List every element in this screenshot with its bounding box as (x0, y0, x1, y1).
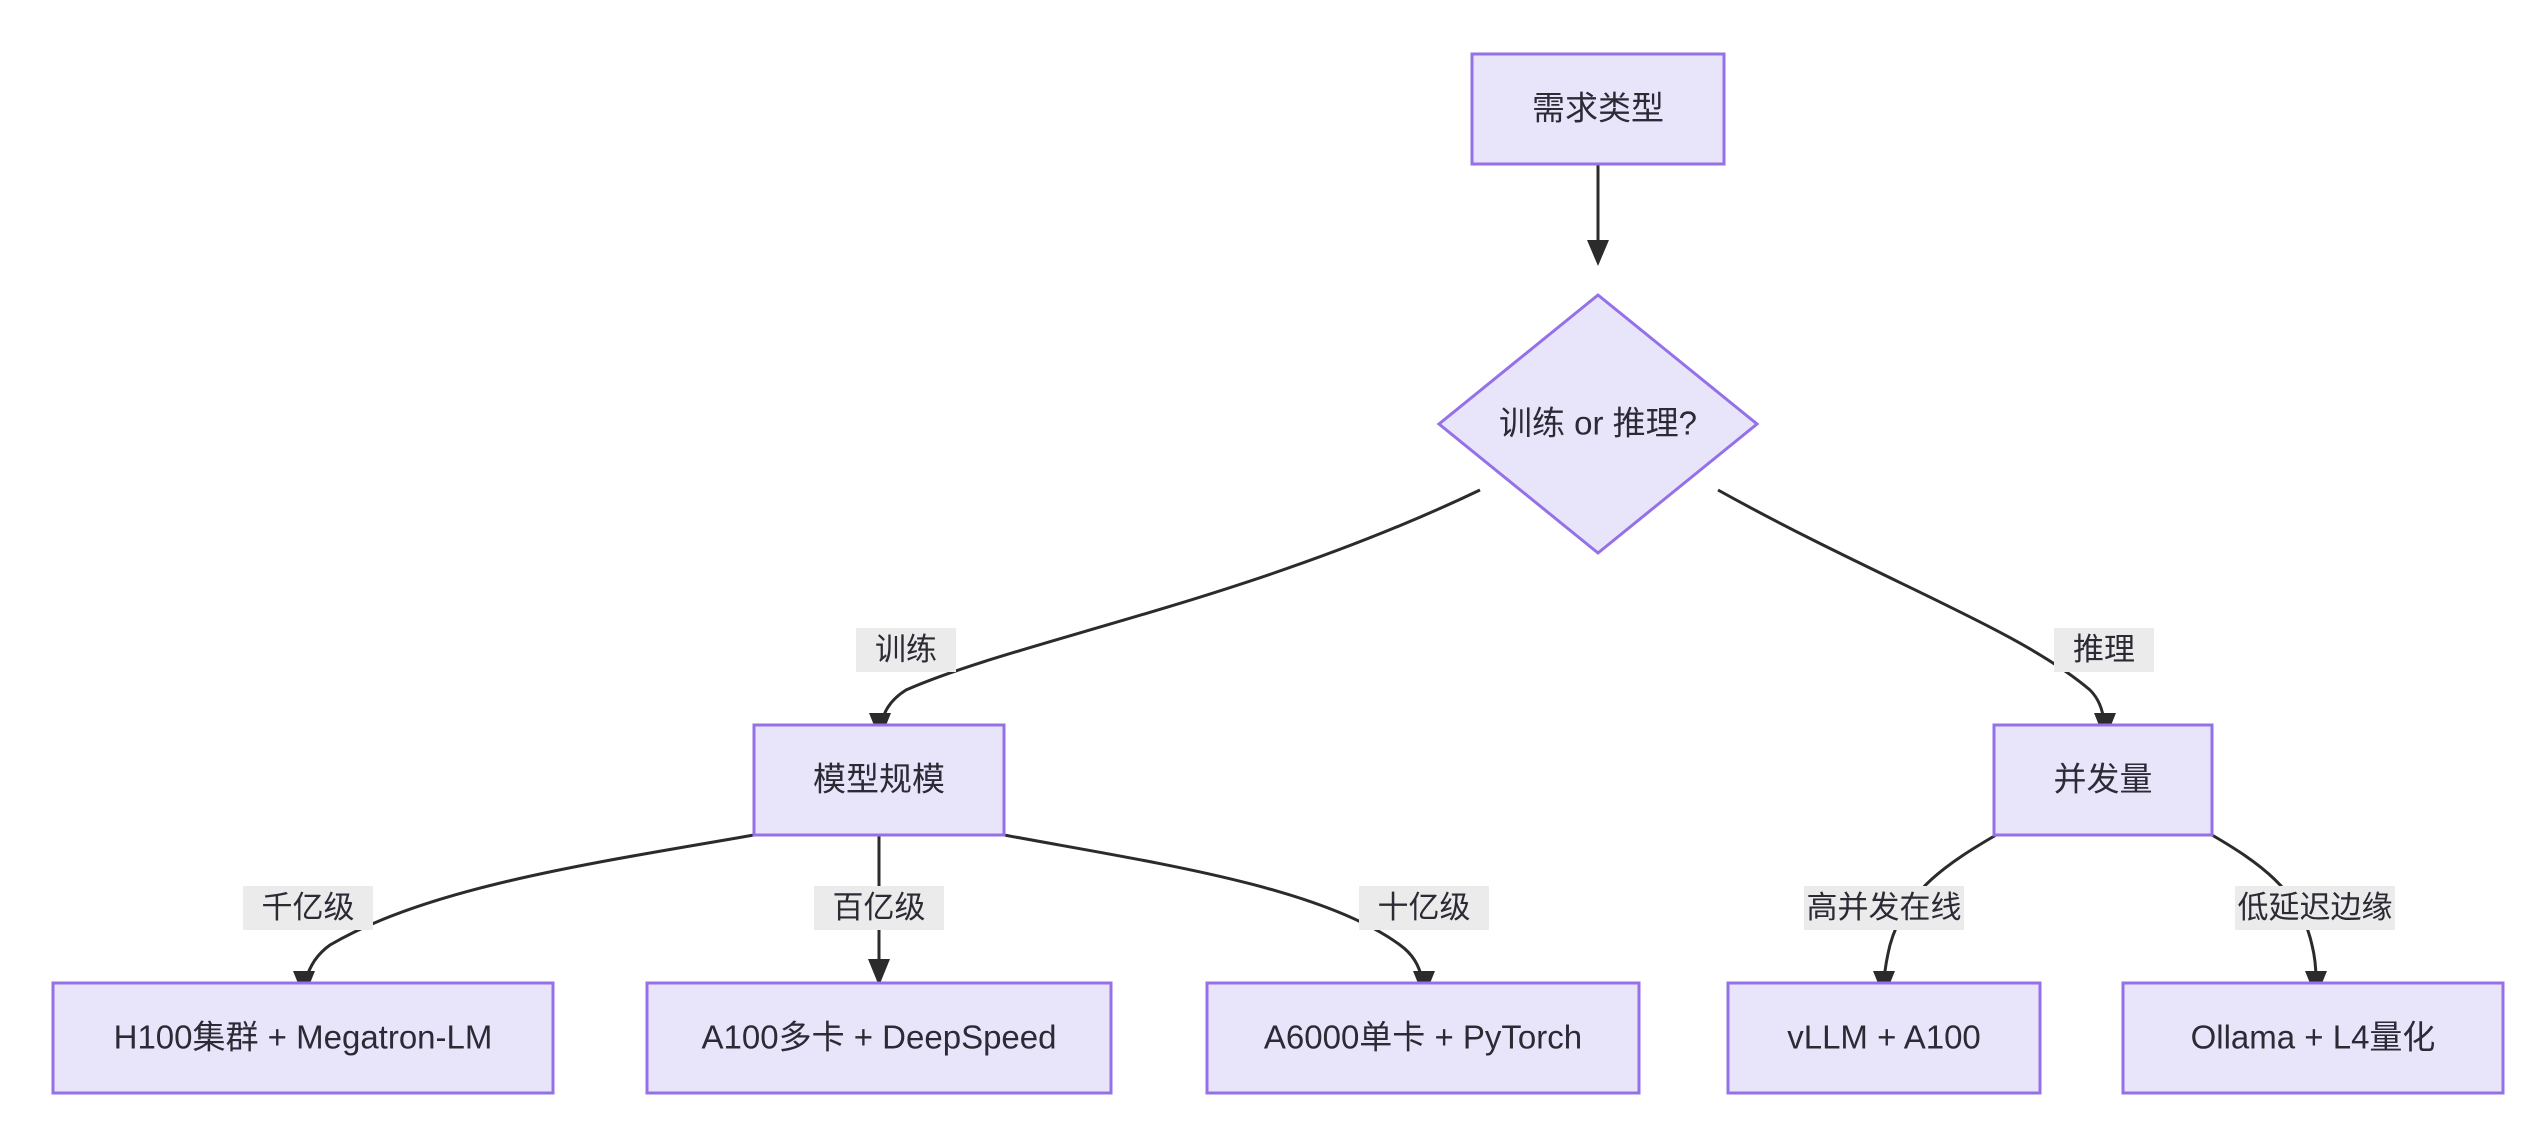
node-a6000-single-gpu[interactable]: A6000单卡 + PyTorch (1205, 981, 1641, 1095)
node-concurrency[interactable]: 并发量 (1992, 723, 2214, 837)
node-label: 训练 or 推理? (1499, 405, 1697, 442)
edge-layer (293, 164, 2327, 998)
edge-label-background (243, 886, 373, 930)
node-h100-cluster[interactable]: H100集群 + Megatron-LM (51, 981, 555, 1095)
node-shape-rect[interactable] (1205, 981, 1641, 1095)
node-label: 模型规模 (813, 761, 945, 798)
edge-line (1003, 833, 1424, 981)
edge-line (1717, 488, 2106, 723)
node-label: 需求类型 (1532, 90, 1664, 127)
node-model-scale[interactable]: 模型规模 (752, 723, 1006, 837)
edge-label-text: 千亿级 (262, 890, 355, 925)
node-shape-rect[interactable] (2121, 981, 2505, 1095)
edge-decision-to-infer (1717, 488, 2116, 740)
node-label: vLLM + A100 (1787, 1019, 1981, 1056)
edge-line (304, 833, 755, 981)
edge-line (880, 488, 1481, 723)
edge-label-infer: 推理 (2054, 628, 2154, 672)
edge-label-text: 低延迟边缘 (2238, 890, 2393, 925)
edge-label-text: 十亿级 (1378, 890, 1471, 925)
node-shape-rect[interactable] (51, 981, 555, 1095)
edge-label-background (1804, 886, 1964, 930)
edge-label-text: 百亿级 (833, 890, 926, 925)
arrow-head-icon (1587, 240, 1609, 266)
node-shape-rect[interactable] (1726, 981, 2042, 1095)
edge-label-background (2235, 886, 2395, 930)
arrow-head-icon (868, 959, 890, 986)
node-layer: 需求类型 训练 or 推理? 模型规模 并发量 H100集群 + Megatro… (51, 52, 2505, 1095)
edge-label-background (856, 628, 956, 672)
edge-decision-to-train (869, 488, 1481, 740)
node-label: A100多卡 + DeepSpeed (702, 1019, 1057, 1056)
node-shape-rect[interactable] (645, 981, 1113, 1095)
edge-label-text: 训练 (875, 632, 937, 667)
edge-label-train: 训练 (856, 628, 956, 672)
node-ollama-l4[interactable]: Ollama + L4量化 (2121, 981, 2505, 1095)
node-shape-rect[interactable] (752, 723, 1006, 837)
edge-label-layer: 训练 推理 千亿级 百亿级 十亿级 高并发在线 (243, 628, 2395, 930)
node-label: Ollama + L4量化 (2191, 1019, 2436, 1056)
node-root[interactable]: 需求类型 (1470, 52, 1726, 166)
edge-label-shiyiji: 十亿级 (1359, 886, 1489, 930)
node-label: 并发量 (2054, 761, 2153, 798)
node-shape-diamond[interactable] (1436, 293, 1760, 555)
edge-label-text: 高并发在线 (1807, 890, 1962, 925)
edge-label-gaobingfa: 高并发在线 (1804, 886, 1964, 930)
node-label: H100集群 + Megatron-LM (114, 1019, 493, 1056)
edge-label-background (1359, 886, 1489, 930)
node-vllm-a100[interactable]: vLLM + A100 (1726, 981, 2042, 1095)
edge-label-background (814, 886, 944, 930)
node-decision[interactable]: 训练 or 推理? (1436, 293, 1760, 555)
node-label: A6000单卡 + PyTorch (1264, 1019, 1582, 1056)
edge-label-text: 推理 (2073, 632, 2135, 667)
edge-label-diyanchi: 低延迟边缘 (2235, 886, 2395, 930)
node-a100-multi-gpu[interactable]: A100多卡 + DeepSpeed (645, 981, 1113, 1095)
edge-label-qianyiji: 千亿级 (243, 886, 373, 930)
node-shape-rect[interactable] (1992, 723, 2214, 837)
edge-root-to-decision (1587, 164, 1609, 266)
node-shape-rect[interactable] (1470, 52, 1726, 166)
edge-label-background (2054, 628, 2154, 672)
edge-label-baiyiji: 百亿级 (814, 886, 944, 930)
